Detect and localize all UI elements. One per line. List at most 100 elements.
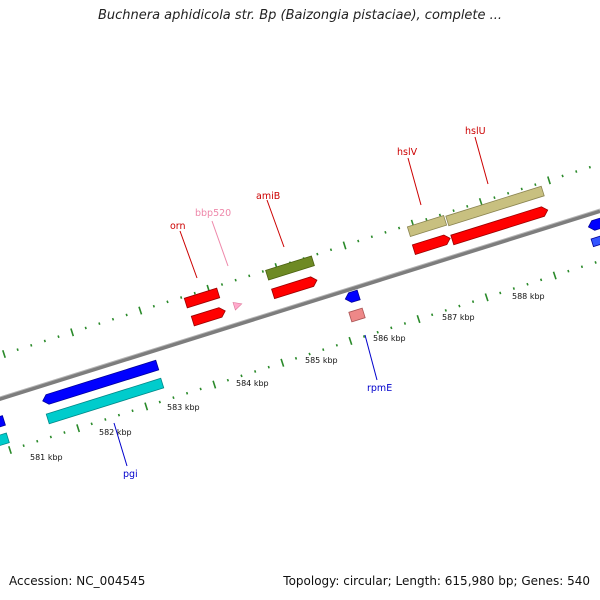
track-dot	[575, 170, 578, 173]
edge-feature-2[interactable]	[590, 234, 600, 248]
left-edge-feature-1[interactable]	[0, 415, 6, 430]
bbp520-feature[interactable]	[232, 300, 243, 311]
amib-feature-2[interactable]	[271, 275, 319, 300]
gene-label-bbp520[interactable]: bbp520	[195, 208, 231, 219]
track-dot	[43, 339, 46, 343]
track-dot	[90, 422, 93, 426]
track-dot	[580, 265, 584, 269]
gene-label-hslv[interactable]: hslV	[397, 147, 418, 158]
track-dot	[316, 252, 319, 256]
ruler-label-584: 584 kbp	[236, 379, 269, 388]
track-major-tick	[2, 349, 6, 359]
track-dot	[431, 313, 434, 317]
amib-feature[interactable]	[265, 255, 315, 281]
track-major-tick	[348, 336, 353, 345]
rpme-feature[interactable]	[344, 289, 361, 304]
track-major-tick	[416, 315, 421, 324]
track-dot	[57, 335, 60, 339]
track-dot	[220, 283, 224, 286]
track-dot	[261, 270, 264, 273]
track-major-tick	[8, 445, 12, 455]
track-dot	[322, 348, 325, 352]
track-dot	[438, 213, 442, 217]
track-dot	[226, 378, 230, 382]
track-dot	[199, 387, 202, 391]
track-dot	[376, 330, 379, 334]
track-dot	[36, 439, 39, 443]
track-major-tick	[552, 271, 557, 280]
track-dot	[588, 165, 591, 169]
track-dot	[63, 431, 66, 434]
ruler-label-588: 588 kbp	[512, 292, 545, 301]
track-dot	[180, 296, 183, 299]
track-major-tick	[342, 241, 347, 250]
track-dot	[193, 291, 196, 295]
track-dot	[357, 239, 360, 243]
orn-feature-2[interactable]	[190, 306, 226, 327]
reverse-features	[0, 289, 366, 448]
ruler-label-583: 583 kbp	[167, 403, 200, 412]
track-dot	[425, 217, 428, 221]
track-dot	[308, 352, 311, 356]
track-dot	[594, 261, 597, 264]
ruler-label-585: 585 kbp	[305, 356, 338, 365]
hslv-feature[interactable]	[406, 215, 448, 237]
track-dot	[390, 326, 393, 330]
gene-label-rpme[interactable]: rpmE	[367, 383, 392, 394]
track-dot	[111, 317, 115, 321]
track-dot	[234, 278, 237, 282]
track-dot	[22, 444, 25, 448]
track-dot	[158, 400, 161, 404]
gene-label-hslu[interactable]: hslU	[465, 126, 486, 137]
gene-label-pgi[interactable]: pgi	[123, 469, 138, 480]
map-title: Buchnera aphidicola str. Bp (Baizongia p…	[97, 8, 503, 23]
track-major-tick	[76, 424, 81, 433]
track-dot	[16, 348, 19, 352]
pgi-feature-2[interactable]	[45, 377, 165, 425]
track-dot	[49, 435, 52, 439]
hslu-feature-2[interactable]	[450, 205, 549, 246]
gene-callouts: orn bbp520 amiB hslV hslU rpmE pgi	[113, 126, 489, 480]
gene-label-orn[interactable]: orn	[170, 221, 186, 232]
left-edge-feature-2[interactable]	[0, 432, 10, 448]
track-dot	[403, 322, 407, 325]
track-dot	[397, 226, 401, 230]
track-dot	[506, 191, 510, 195]
track-dot	[370, 235, 373, 239]
track-dot	[172, 396, 175, 400]
track-dot	[84, 326, 87, 330]
track-dot	[166, 300, 169, 304]
inner-dotted-track	[8, 261, 597, 455]
track-dot	[466, 204, 469, 208]
track-dot	[567, 269, 570, 273]
ruler-label-582: 582 kbp	[99, 428, 132, 437]
ruler-label-587: 587 kbp	[442, 313, 475, 322]
track-dot	[185, 391, 189, 395]
ruler-label-586: 586 kbp	[373, 334, 406, 343]
track-dot	[98, 322, 101, 325]
track-major-tick	[484, 293, 489, 302]
orn-feature[interactable]	[183, 287, 221, 309]
track-dot	[335, 343, 338, 347]
track-dot	[117, 413, 121, 417]
track-dot	[30, 343, 33, 347]
track-dot	[534, 183, 537, 187]
track-dot	[362, 335, 366, 338]
hslv-feature-2[interactable]	[411, 234, 451, 255]
hslu-feature[interactable]	[445, 185, 545, 227]
track-major-tick	[212, 380, 217, 389]
track-dot	[131, 409, 134, 413]
edge-feature-1[interactable]	[587, 215, 600, 232]
topology-label: Topology: circular; Length: 615,980 bp; …	[283, 574, 590, 588]
pgi-feature[interactable]	[41, 359, 160, 405]
track-major-tick	[547, 176, 551, 185]
track-dot	[458, 304, 461, 308]
track-dot	[152, 304, 155, 308]
track-dot	[294, 356, 298, 360]
track-dot	[384, 230, 387, 234]
track-major-tick	[70, 328, 75, 337]
rpme-feature-2[interactable]	[348, 307, 366, 323]
genome-backbone	[0, 209, 600, 401]
gene-label-amib[interactable]: amiB	[256, 191, 280, 202]
